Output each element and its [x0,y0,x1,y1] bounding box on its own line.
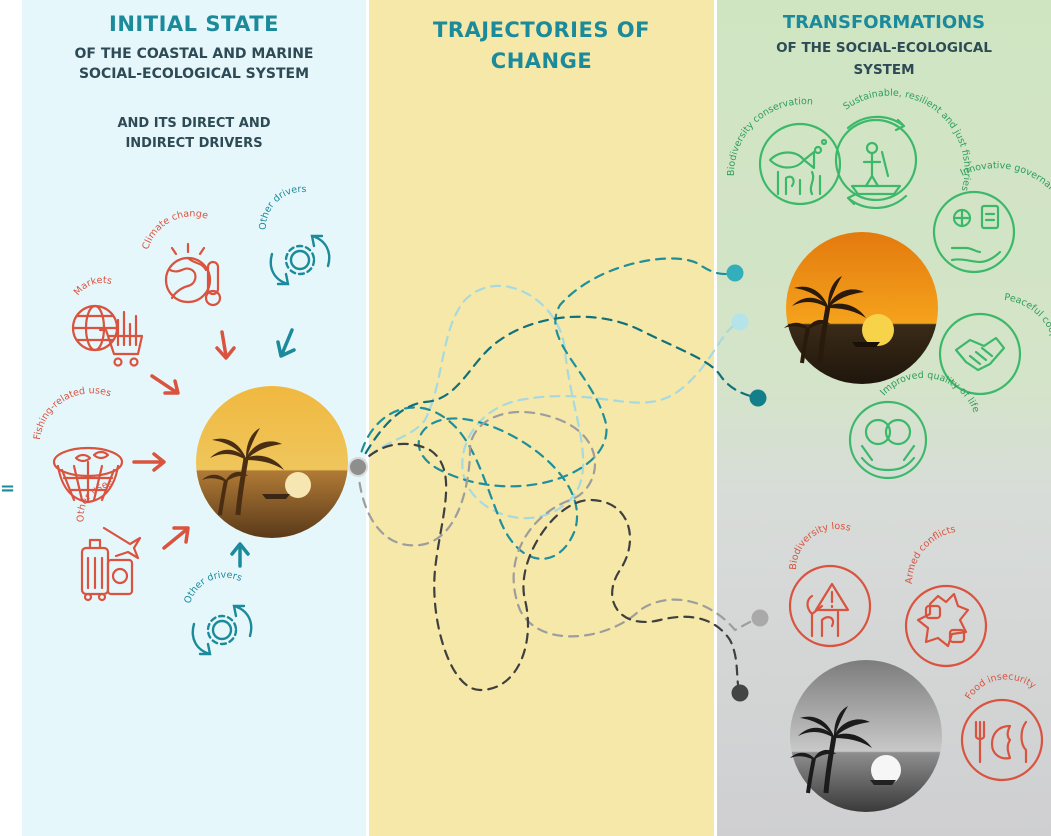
trajectory-teal-mid [356,257,737,560]
end-node-teal-2 [731,313,749,331]
arrow-from-fishing [132,452,166,472]
start-node [348,457,368,477]
sustainable-fisheries-icon [834,115,918,210]
other-uses-icon [80,526,142,602]
climate-change-icon [164,242,222,307]
biodiversity-conservation-icon [758,122,842,206]
trajectories-title-1: TRAJECTORIES OF [433,18,650,42]
end-node-teal-1 [726,264,744,282]
gear-icon-bottom [191,604,253,656]
transformations-subtitle-2: SYSTEM [853,62,915,78]
end-node-grey-2 [731,684,749,702]
quality-of-life-icon [848,400,928,480]
trajectory-grey-dark [356,442,742,695]
arrow-from-other-uses [162,526,190,550]
initial-state-title: INITIAL STATE [109,12,279,36]
arrow-from-other-drivers-top [276,328,296,358]
markets-icon [71,304,144,367]
biodiversity-loss-icon [788,564,872,648]
arrow-from-climate [215,330,236,360]
trajectories-title-2: CHANGE [490,49,593,73]
arrow-from-other-drivers-bottom [230,542,250,568]
governance-frameworks-icon [932,190,1016,274]
end-node-teal-3 [749,389,767,407]
sustainable-fisheries-label: Sustainable, resilient and just fisherie… [841,88,972,193]
trajectory-grey-light [356,410,762,638]
arrow-from-markets [150,374,180,395]
governance-frameworks-label: Innovative governance frameworks [959,160,1051,258]
positive-outcome-circle [784,232,938,384]
gear-icon-top [269,234,331,286]
initial-state-subtitle-2: SOCIAL-ECOLOGICAL SYSTEM [78,66,310,82]
food-insecurity-label: Food insecurity [963,671,1038,701]
peaceful-cooperation-label: Peaceful cooperation [1004,292,1051,375]
armed-conflicts-icon [904,584,988,668]
transformations-subtitle-1: OF THE SOCIAL-ECOLOGICAL [776,40,992,56]
markets-label: Markets [72,275,113,298]
trajectory-teal-light [356,284,742,520]
food-insecurity-icon [960,698,1044,782]
biodiversity-loss-label: Biodiversity loss [788,521,852,570]
fishing-related-uses-label: Fishing-related uses [32,385,113,440]
initial-state-subtitle-1: OF THE COASTAL AND MARINE [74,46,314,62]
drivers-subtitle-1: AND ITS DIRECT AND [117,116,271,131]
negative-outcome-circle [790,660,942,812]
other-drivers-bottom-label: Other drivers [182,570,243,606]
drivers-subtitle-2: INDIRECT DRIVERS [125,136,263,151]
initial-state-circle [196,386,348,538]
transformations-title: TRANSFORMATIONS [782,12,986,33]
climate-change-label: Climate change [140,208,209,251]
armed-conflicts-label: Armed conflicts [904,524,957,584]
end-node-grey-1 [751,609,769,627]
other-drivers-top-label: Other drivers [258,184,307,230]
fishing-related-uses-icon [52,446,124,504]
side-mark: = [0,478,16,499]
trajectory-teal-dark [356,315,760,469]
peaceful-cooperation-icon [938,312,1022,396]
